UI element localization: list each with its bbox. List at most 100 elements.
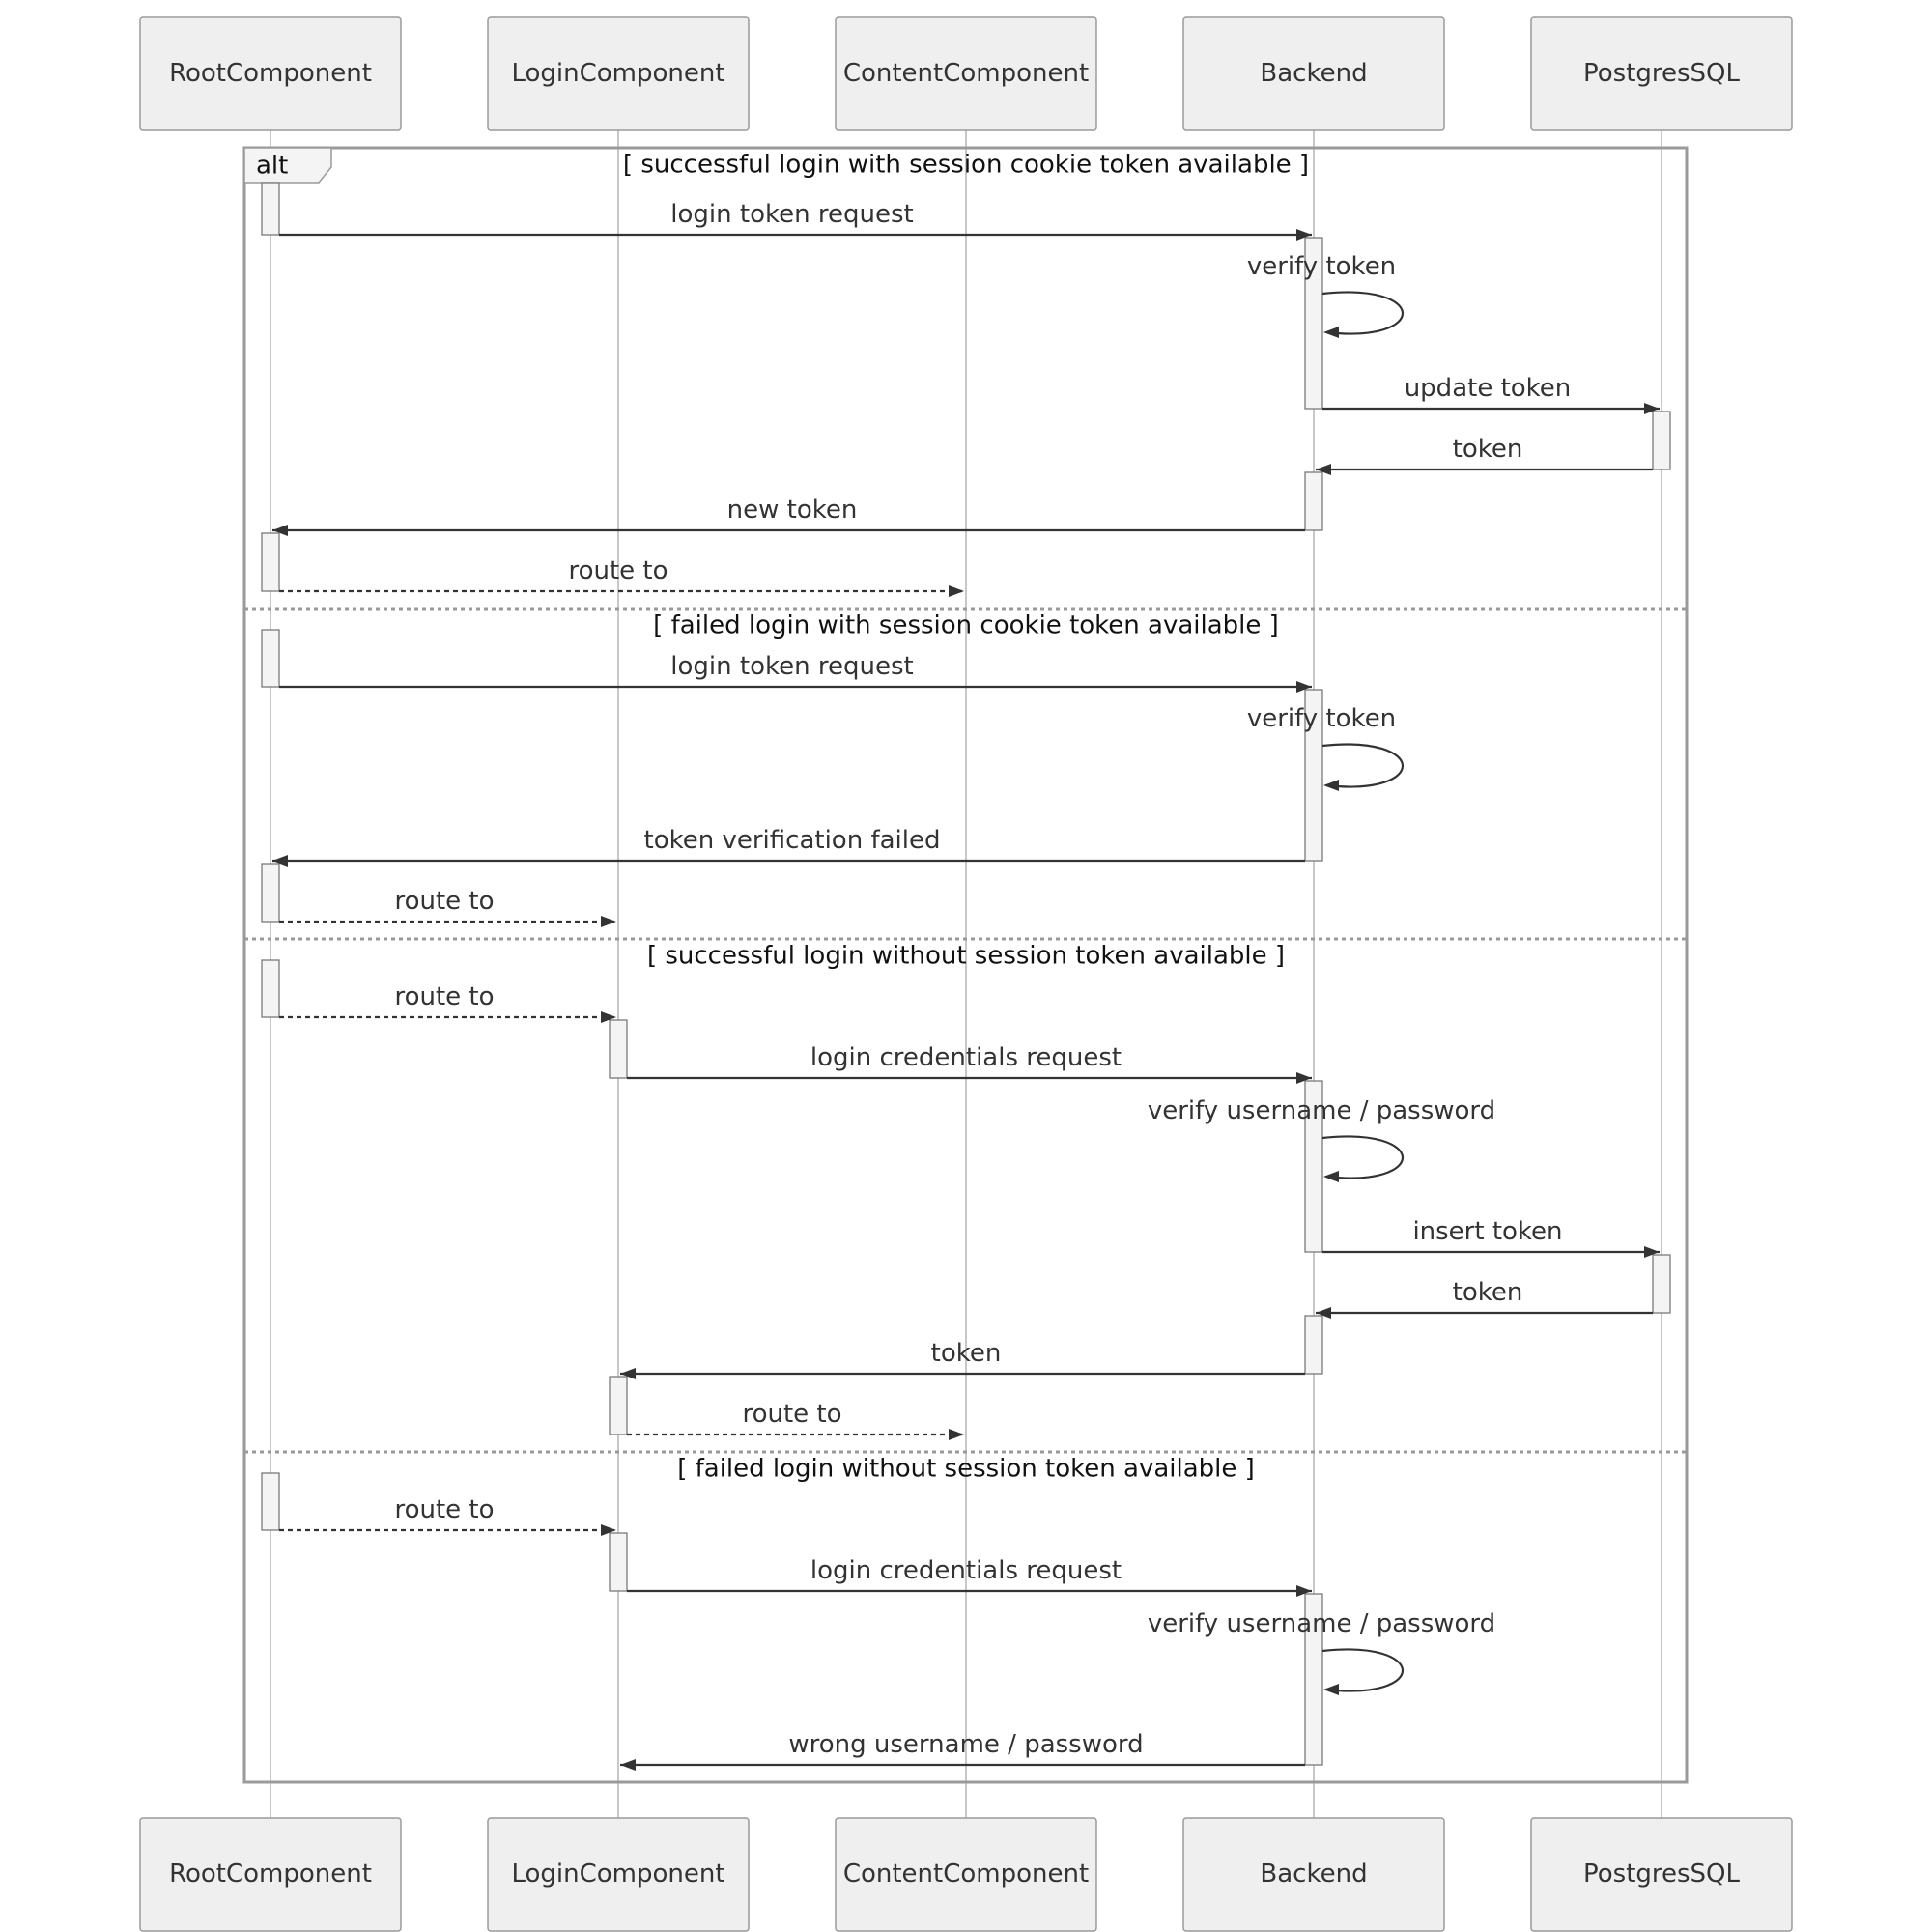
section-condition-2: [ failed login with session cookie token… [653,611,1279,640]
activation-bar-backend [1304,1593,1323,1766]
arrowhead [1323,327,1339,338]
message-2-3: token verification failed [272,826,1305,867]
actor-content-top: ContentComponent [835,16,1097,131]
message-label: verify token [1247,252,1396,281]
message-2-1: login token request [279,652,1312,693]
actor-label: Backend [1260,1860,1367,1889]
message-3-6: token [620,1339,1305,1379]
message-1-1: login token request [279,200,1312,241]
activation-bar-backend [1304,471,1323,531]
actor-login-top: LoginComponent [487,16,750,131]
message-1-6: route to [279,556,964,597]
actor-label: ContentComponent [843,59,1089,88]
message-label: token [1453,435,1523,464]
message-label: wrong username / password [788,1730,1143,1759]
alt-operator-label: alt [256,152,288,181]
actor-box [835,16,1097,131]
activation-bar-login [609,1376,628,1435]
arrowhead [601,1011,616,1023]
arrowhead [949,585,964,597]
arrowhead [1316,464,1331,475]
message-3-2: login credentials request [627,1043,1312,1084]
activation-bar-root [261,863,280,923]
message-label: login credentials request [810,1043,1122,1072]
activation-bars [261,182,1671,1766]
section-condition-4: [ failed login without session token ava… [677,1455,1255,1484]
activation-bar-backend [1304,1315,1323,1375]
message-3-7: route to [627,1400,964,1440]
actor-label: ContentComponent [843,1860,1089,1889]
arrowhead [1644,1246,1660,1258]
arrowhead [620,1759,636,1771]
arrowhead [1296,229,1312,241]
arrowhead [272,855,288,867]
activation-bar-root [261,959,280,1018]
activation-bar-login [609,1019,628,1079]
message-label: new token [727,496,858,525]
message-label: login token request [670,652,913,681]
section-condition-3: [ successful login without session token… [647,942,1285,971]
message-3-5: token [1316,1278,1653,1319]
alt-frame-tab [243,147,332,184]
actor-box [835,1817,1097,1932]
message-label: verify username / password [1148,1609,1495,1638]
self-call-loop [1321,1135,1404,1179]
actor-label: Backend [1260,59,1367,88]
message-4-4: wrong username / password [620,1730,1305,1771]
message-3-1: route to [279,982,616,1023]
actor-db-top: PostgresSQL [1530,16,1793,131]
activation-bar-root [261,1472,280,1531]
message-2-4: route to [279,887,616,927]
arrowhead [1316,1307,1331,1319]
arrowhead [272,525,288,536]
activation-bar-login [609,1532,628,1592]
arrowhead [601,1524,616,1536]
actor-box [1530,16,1793,131]
activation-bar-root [261,629,280,688]
arrowhead [1323,1171,1339,1182]
message-label: login token request [670,200,913,229]
arrowhead [620,1368,636,1379]
message-label: route to [742,1400,841,1429]
message-1-4: token [1316,435,1653,475]
actor-box [487,16,750,131]
arrowhead [949,1429,964,1440]
actor-label: LoginComponent [511,1860,724,1889]
actor-box [1530,1817,1793,1932]
actor-root-bottom: RootComponent [139,1817,402,1932]
actor-box [487,1817,750,1932]
self-call-loop [1321,1648,1404,1692]
activation-bar-db [1652,1254,1671,1314]
actor-backend-bottom: Backend [1182,1817,1445,1932]
actor-label: RootComponent [169,1860,372,1889]
message-1-3: update token [1322,374,1660,414]
message-4-2: login credentials request [627,1556,1312,1597]
self-call-loop [1321,743,1404,788]
actors: RootComponentRootComponentLoginComponent… [139,16,1793,1932]
messages: login token request verify token update to… [272,200,1660,1771]
message-label: token [1453,1278,1523,1307]
actor-box [139,1817,402,1932]
arrowhead [1296,681,1312,693]
message-4-1: route to [279,1495,616,1536]
message-3-4: insert token [1322,1217,1660,1258]
self-call-loop [1321,291,1404,335]
arrowhead [601,916,616,927]
activation-bar-root [261,182,280,236]
actor-box [1182,1817,1445,1932]
arrowhead [1323,1684,1339,1695]
section-condition-1: [ successful login with session cookie t… [623,151,1309,180]
arrowhead [1644,403,1660,414]
message-label: login credentials request [810,1556,1122,1585]
actor-content-bottom: ContentComponent [835,1817,1097,1932]
message-2-2: verify token [1247,704,1404,791]
activation-bar-db [1652,411,1671,470]
actor-box [139,16,402,131]
message-label: route to [394,1495,494,1524]
message-label: verify token [1247,704,1396,733]
arrowhead [1296,1072,1312,1084]
actor-box [1182,16,1445,131]
activation-bar-backend [1304,237,1323,410]
message-label: insert token [1412,1217,1562,1246]
